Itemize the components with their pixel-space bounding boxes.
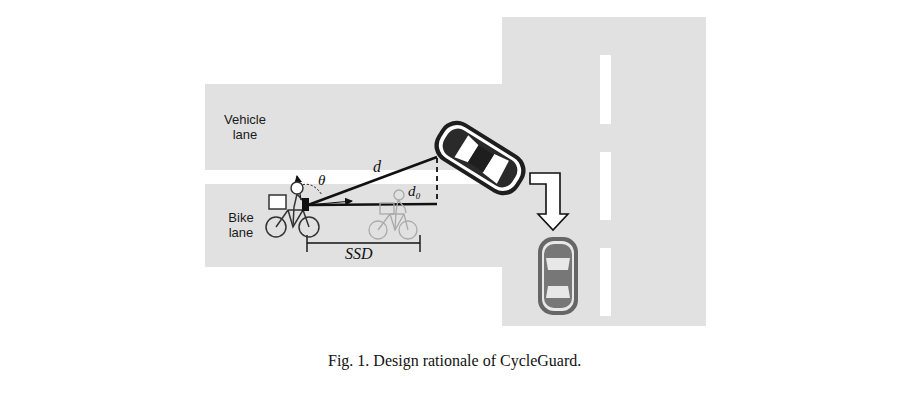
turned-car xyxy=(538,237,578,315)
cyclist xyxy=(266,182,319,237)
ssd-bracket xyxy=(307,242,420,243)
turning-car xyxy=(428,114,533,202)
lane-mark xyxy=(600,55,611,124)
turn-arrow xyxy=(530,173,568,230)
math-label: d₀ xyxy=(408,183,421,200)
figure-caption: Fig. 1. Design rationale of CycleGuard. xyxy=(328,352,581,370)
lane-label: Bike lane xyxy=(215,210,267,240)
math-label: SSD xyxy=(345,245,373,263)
perpendicular-dash xyxy=(436,158,438,203)
ssd-bracket xyxy=(419,235,420,252)
lane-mark xyxy=(600,248,611,316)
distance-line xyxy=(308,157,437,205)
lane-label: Vehicle lane xyxy=(219,112,271,142)
lane-mark xyxy=(600,152,611,220)
projected-distance-line xyxy=(308,204,437,205)
heading-arrow xyxy=(308,201,352,205)
math-label: d xyxy=(373,158,381,176)
phone xyxy=(302,198,309,211)
math-label: θ xyxy=(318,172,325,189)
crossroad xyxy=(502,17,706,326)
